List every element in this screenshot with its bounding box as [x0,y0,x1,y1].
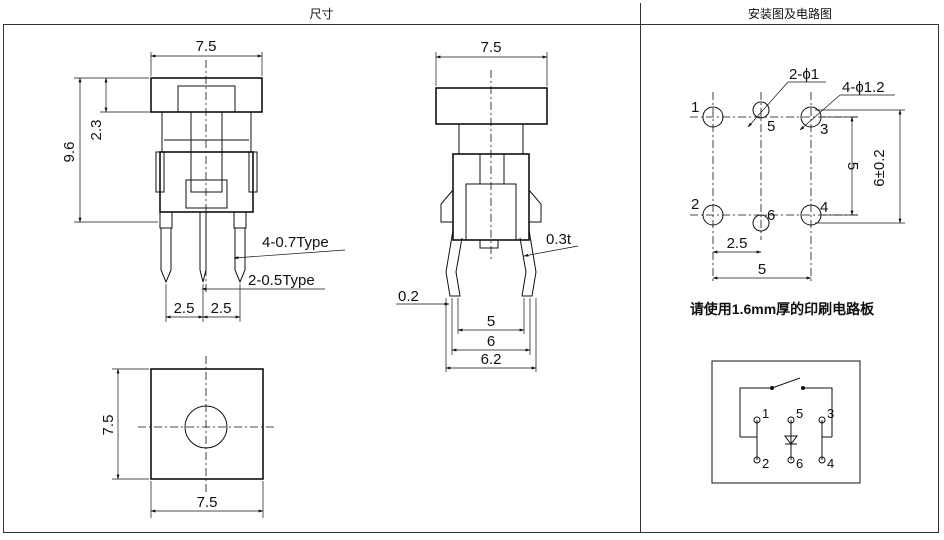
pcb-hole-5 [752,101,770,119]
pcb-hole-3 [800,106,822,128]
top-outline [150,368,264,480]
circuit-diagram: 1 5 3 2 6 4 [711,360,861,484]
side-lead-left [445,229,463,297]
front-pins [159,211,247,284]
led-icon [784,435,798,445]
circuit-border [711,360,861,484]
circuit-label-6: 6 [796,456,803,471]
circuit-label-3: 3 [827,406,834,421]
front-view: 7.5 9.6 2.3 4-0.7Type 2-0.5Type 2.5 2.5 [61,38,346,322]
pin-note-0-5: 2-0.5Type [248,272,315,289]
pcb-hole-6 [752,214,770,232]
circuit-label-4: 4 [827,456,834,471]
side-width-dim: 7.5 [481,39,502,56]
top-view: 7.5 7.5 [100,356,276,518]
switch-contact [771,377,801,389]
pcb-label-2: 2 [691,196,699,213]
side-view: 7.5 0.3t 0.2 5 6 6.2 [396,39,579,372]
pcb-thickness-note: 请使用1.6mm厚的印刷电路板 [690,301,875,317]
pcb-label-1: 1 [691,99,699,116]
pcb-horizontal-2-5-dim: 2.5 [727,235,748,252]
panel-divider [640,3,641,533]
pcb-hole-1 [702,106,724,128]
hole-note-large: 4-ϕ1.2 [842,79,885,96]
pcb-label-3: 3 [820,121,828,138]
pin-note-0-7: 4-0.7Type [262,234,329,251]
circuit-label-2: 2 [762,456,769,471]
circuit-label-1: 1 [762,406,769,421]
front-width-dim: 7.5 [196,38,217,55]
front-cap [150,77,263,113]
pcb-hole-2 [702,204,724,226]
side-lead-right [519,229,537,297]
front-cap-height-dim: 2.3 [88,120,105,141]
pcb-vertical-5-dim: 5 [844,162,861,170]
span-5-dim: 5 [487,313,495,330]
mounting-circuit-header: 安装图及电路图 [641,3,939,25]
lead-thickness-dim: 0.3t [546,231,572,248]
pcb-vertical-6-dim: 6±0.2 [871,149,888,186]
pitch-right-dim: 2.5 [211,300,232,317]
span-6-2-dim: 6.2 [481,351,502,368]
front-height-dim: 9.6 [61,142,78,163]
circuit-label-5: 5 [796,406,803,421]
hole-note-small: 2-ϕ1 [789,66,819,83]
top-width-dim: 7.5 [197,494,218,511]
pcb-horizontal-5-dim: 5 [758,261,766,278]
pcb-label-5: 5 [767,118,775,135]
pcb-label-4: 4 [820,199,828,216]
front-body [161,111,252,153]
top-height-dim: 7.5 [100,415,117,436]
lead-offset-dim: 0.2 [398,288,419,305]
dimensions-header: 尺寸 [3,3,641,25]
pitch-left-dim: 2.5 [174,300,195,317]
side-cap [435,87,548,125]
pcb-label-6: 6 [767,207,775,224]
pcb-layout: 1 5 3 2 6 4 2-ϕ1 4-ϕ1.2 5 6±0.2 2.5 5 请使… [690,66,905,317]
pcb-hole-4 [800,204,822,226]
span-6-dim: 6 [487,333,495,350]
